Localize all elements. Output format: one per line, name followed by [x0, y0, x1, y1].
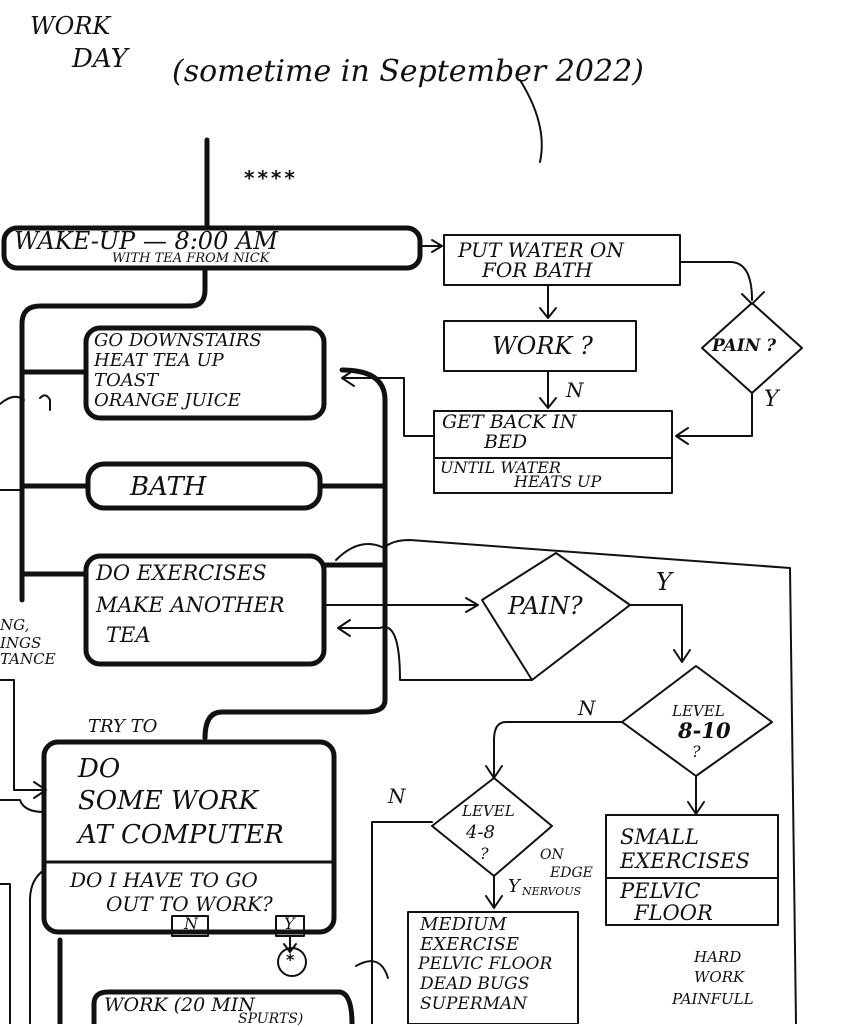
computer-l3: AT COMPUTER	[78, 820, 284, 850]
get-back-sub: BED	[484, 431, 528, 453]
level-8-10-y	[687, 775, 705, 815]
until-water-sub: HEATS UP	[514, 472, 602, 491]
pain-top-label: PAIN ?	[712, 336, 777, 356]
small-ex-l2: EXERCISES	[620, 849, 750, 873]
level-4-8-l3: ?	[480, 844, 489, 863]
hard-work-l1: HARD	[694, 948, 742, 966]
until-water-label: UNTIL WATER	[440, 458, 561, 477]
title-work: WORK	[30, 12, 111, 40]
computer-box	[41, 739, 337, 935]
try-to-label: TRY TO	[88, 716, 158, 737]
pain-y-to-bed	[675, 392, 753, 445]
arrow-to-work	[539, 284, 557, 319]
wake-up-box	[1, 225, 423, 271]
hard-work-l3: PAINFULL	[672, 990, 754, 1008]
edge-y-pain-top: Y	[764, 387, 779, 412]
put-water-to-pain	[679, 261, 753, 301]
nervous-label: NERVOUS	[522, 885, 582, 898]
medium-l1: MEDIUM	[420, 914, 507, 935]
main-left-trunk	[19, 265, 208, 603]
stars: ****	[244, 166, 298, 190]
bed-to-downstairs	[341, 369, 435, 437]
wake-up-sub: WITH TEA FROM NICK	[112, 251, 270, 266]
level-8-10-l1: LEVEL	[672, 702, 725, 720]
pain-enclosure	[335, 539, 797, 1024]
level-4-8-l2: 4-8	[466, 822, 495, 843]
edge-y-pain-mid: Y	[656, 568, 672, 596]
arrow-to-get-back	[539, 370, 557, 409]
bath-label: BATH	[130, 472, 207, 502]
star-circle	[277, 947, 307, 977]
medium-box	[407, 911, 579, 1024]
pelvic-l2: FLOOR	[634, 901, 713, 925]
go-out-l1: DO I HAVE TO GO	[70, 868, 258, 892]
get-back-label: GET BACK IN	[442, 411, 577, 433]
exercises-to-pain	[323, 597, 479, 613]
computer-l2: SOME WORK	[78, 786, 259, 816]
computer-l1: DO	[78, 754, 121, 784]
exercises-l2: MAKE ANOTHER	[96, 593, 285, 617]
work-q-box	[443, 320, 637, 372]
out-n-tab	[171, 915, 209, 937]
left-cutoff-l1: NG,	[0, 616, 30, 634]
downstairs-l2: HEAT TEA UP	[94, 350, 224, 371]
level-4-8-y	[485, 875, 503, 909]
work-20-l2: SPURTS)	[238, 1011, 304, 1027]
star-marker: *	[286, 950, 295, 969]
work-20-l1: WORK (20 MIN	[104, 994, 255, 1016]
exercises-l1: DO EXERCISES	[96, 561, 267, 585]
left-cutoff-l2: INGS	[0, 634, 42, 652]
work-q-label: WORK ?	[492, 332, 593, 360]
level-8-10-n	[485, 721, 623, 779]
medium-l3: PELVIC FLOOR	[418, 954, 553, 974]
downstairs-l4: ORANGE JUICE	[94, 390, 241, 411]
left-in-1	[0, 679, 47, 799]
edge-n-work: N	[566, 378, 584, 402]
pain-y-to-level	[629, 604, 691, 663]
on-edge-l1: ON	[540, 847, 564, 863]
arrow-to-put-water	[419, 239, 443, 253]
edge-n-level-4-8: N	[388, 784, 406, 808]
small-ex-box	[605, 814, 779, 926]
medium-l5: SUPERMAN	[420, 994, 528, 1014]
out-n-label: N	[184, 914, 198, 933]
left-wavy	[0, 394, 51, 411]
level-4-8-l1: LEVEL	[462, 802, 515, 820]
small-ex-l1: SMALL	[620, 825, 699, 849]
put-water-sub: FOR BATH	[482, 258, 593, 282]
pain-mid-label: PAIN?	[508, 592, 583, 620]
put-water-box	[443, 234, 681, 286]
wake-up-label: WAKE-UP — 8:00 AM	[14, 227, 278, 255]
date-note: (sometime in September 2022)	[172, 54, 644, 89]
date-bracket	[519, 79, 543, 163]
title-day: DAY	[72, 44, 128, 74]
exercises-box	[83, 553, 327, 667]
work-20-box	[91, 989, 355, 1024]
exercises-l3: TEA	[106, 623, 151, 647]
go-out-l2: OUT TO WORK?	[106, 892, 273, 916]
edge-n-level-8-10: N	[578, 696, 596, 720]
edge-y-level-4-8: Y	[508, 876, 520, 897]
pelvic-l1: PELVIC	[620, 879, 701, 903]
level-8-10-l3: ?	[692, 742, 701, 761]
left-cutoff-l3: TANCE	[0, 650, 56, 668]
bottom-bridge	[355, 960, 389, 979]
pain-n-back	[337, 619, 533, 681]
downstairs-l3: TOAST	[94, 370, 159, 391]
hard-work-l2: WORK	[694, 968, 745, 986]
out-y-label: Y	[284, 914, 295, 933]
medium-l4: DEAD BUGS	[420, 974, 530, 994]
downstairs-l1: GO DOWNSTAIRS	[94, 330, 262, 351]
put-water-label: PUT WATER ON	[458, 238, 624, 262]
medium-l2: EXERCISE	[420, 934, 519, 955]
level-4-8-n	[371, 821, 433, 1024]
on-edge-l2: EDGE	[550, 865, 593, 881]
downstairs-box	[83, 325, 327, 421]
get-back-box	[433, 410, 673, 494]
level-8-10-l2: 8-10	[678, 718, 731, 743]
